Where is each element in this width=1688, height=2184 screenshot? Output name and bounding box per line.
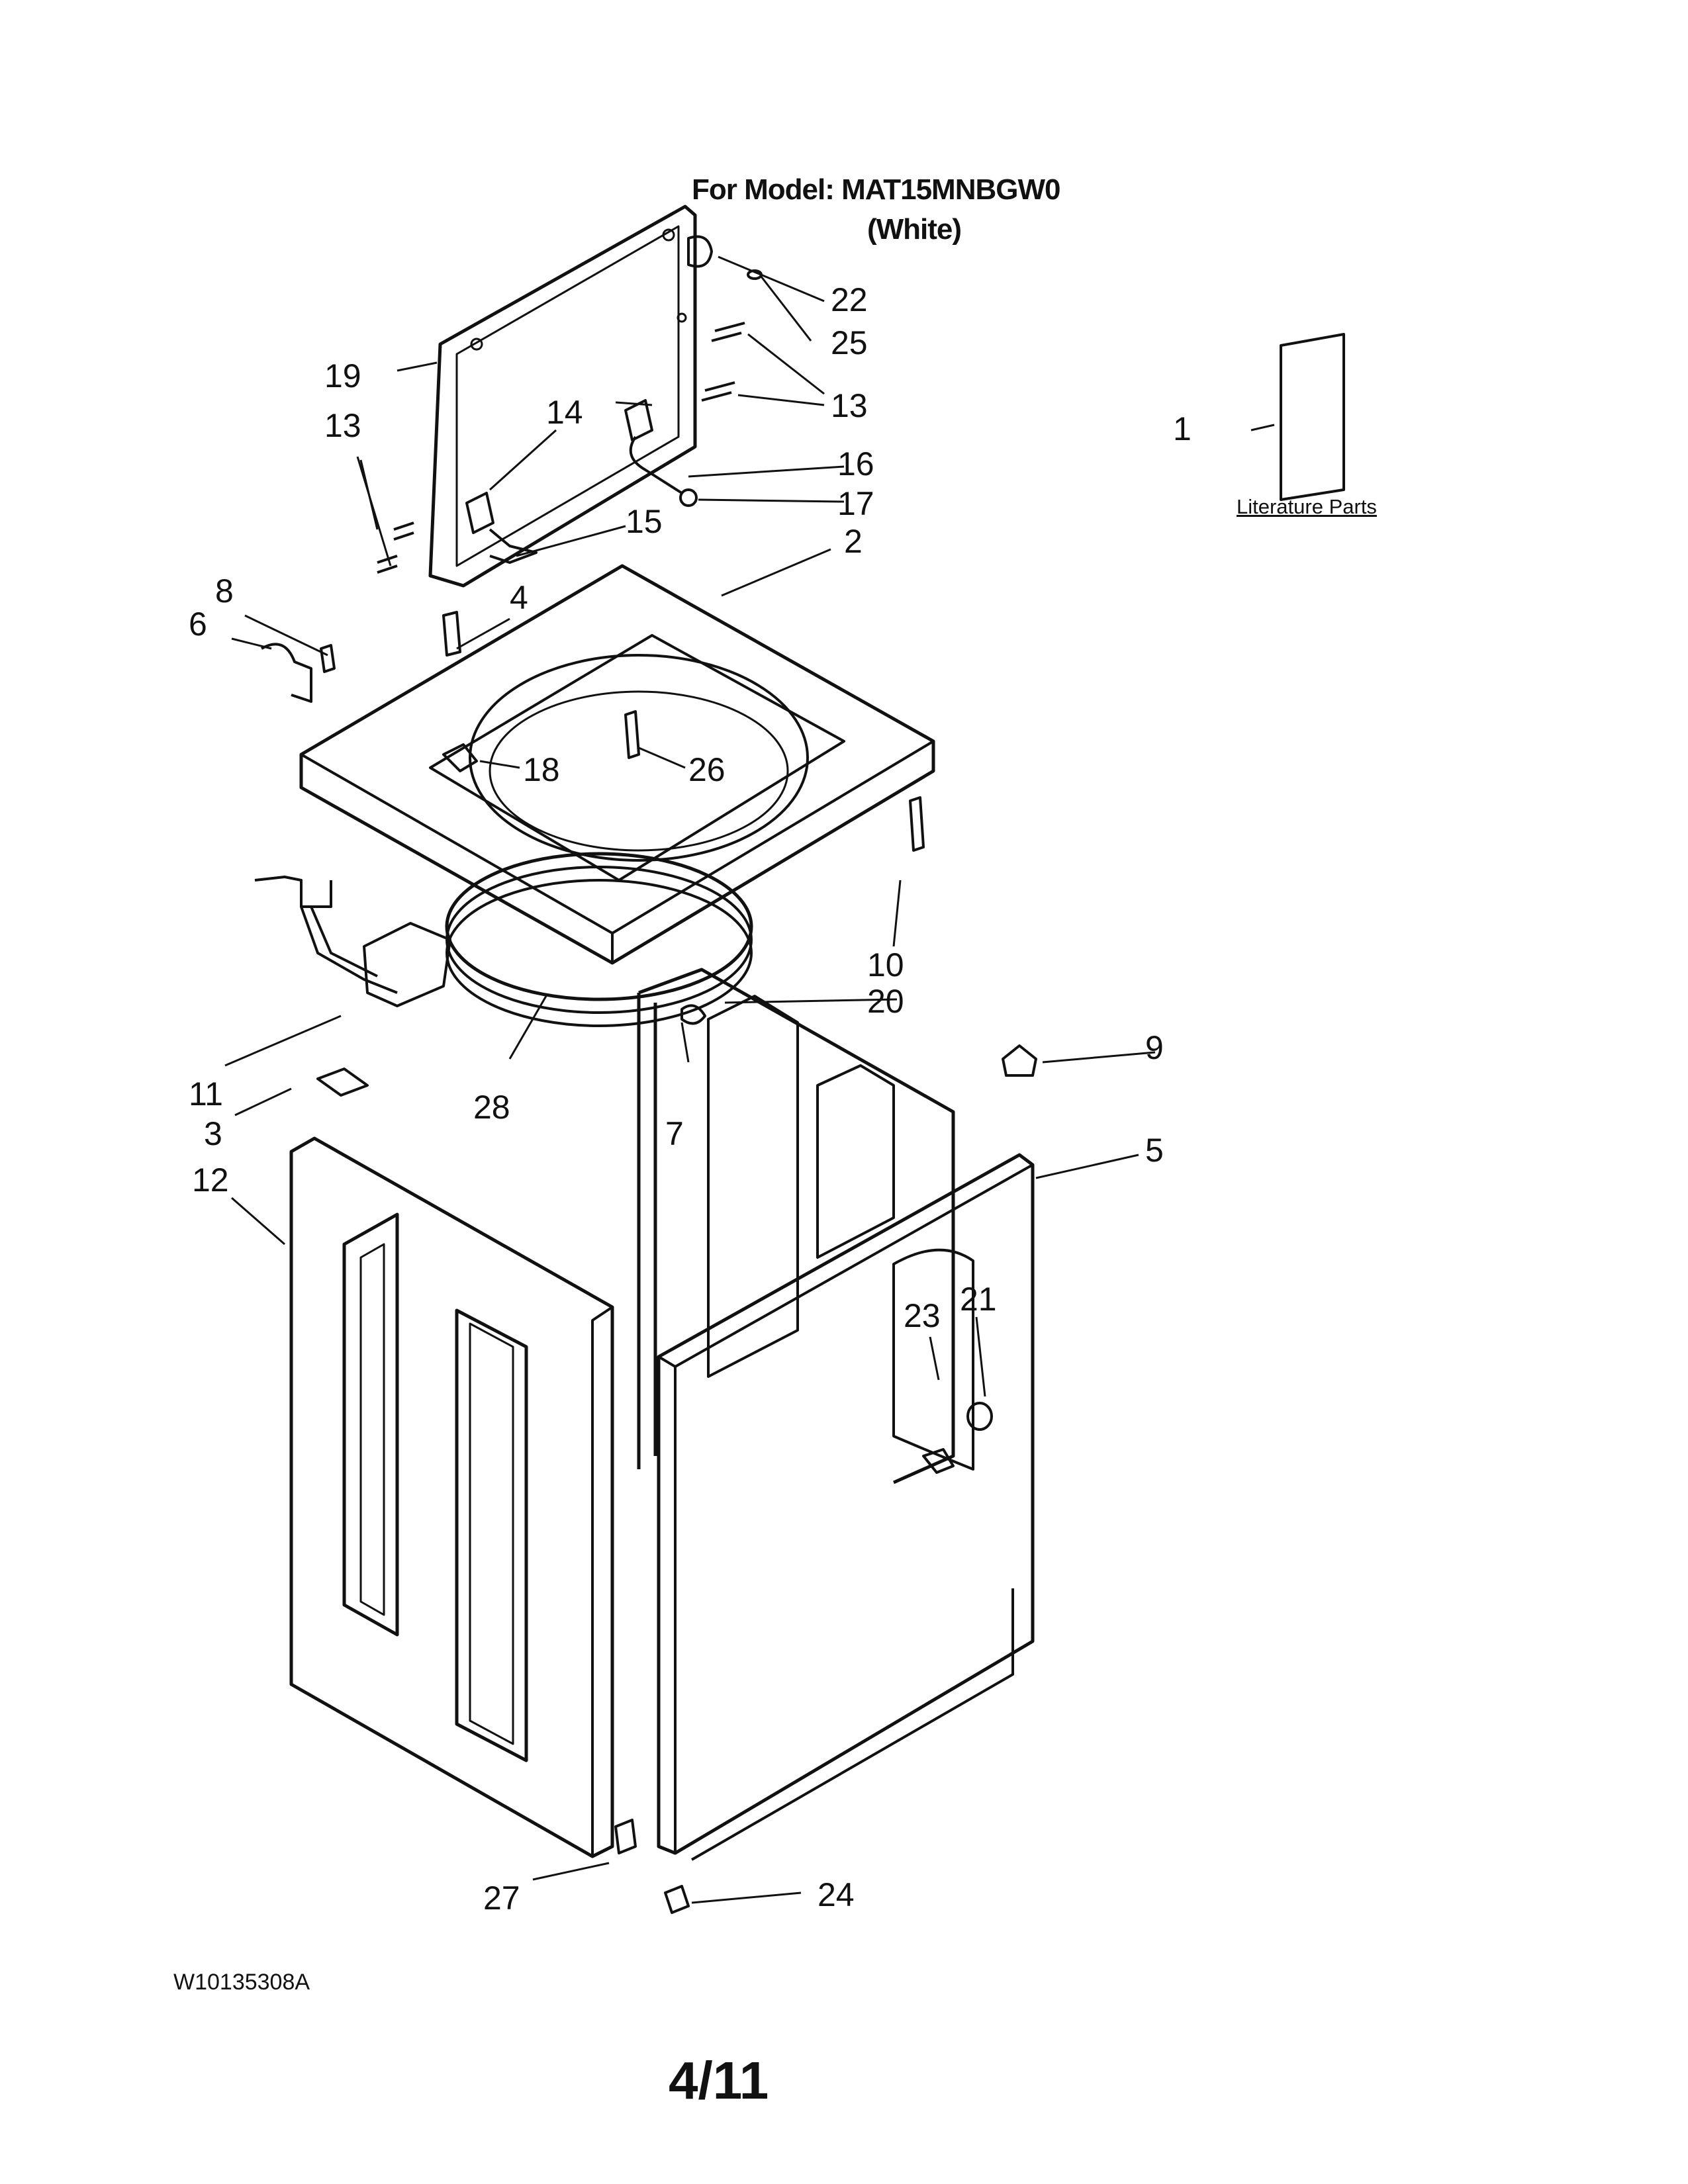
callout-6: 6: [189, 606, 207, 643]
callout-11: 11: [189, 1075, 223, 1113]
callout-24: 24: [818, 1876, 855, 1913]
callout-19: 19: [324, 357, 361, 394]
callout-2: 2: [844, 523, 863, 560]
tub-ring: [445, 852, 753, 1027]
callout-4: 4: [510, 579, 528, 616]
callout-20: 20: [867, 983, 904, 1020]
callout-labels: 1 2 3 4 5 6 7 8 9 10 11 12 13 13 14 15 1…: [189, 281, 1192, 1917]
callout-26: 26: [688, 751, 726, 788]
callout-15: 15: [626, 503, 663, 540]
callout-18: 18: [523, 751, 560, 788]
lid-assembly: [428, 205, 697, 588]
callout-13-right: 13: [831, 387, 868, 424]
callout-14: 14: [546, 394, 583, 431]
top-panel: [299, 564, 935, 965]
callout-23: 23: [904, 1297, 941, 1334]
callout-27: 27: [483, 1880, 520, 1917]
left-side-panel: [289, 1136, 614, 1858]
callout-8: 8: [215, 572, 234, 610]
document-code: W10135308A: [173, 1970, 310, 1995]
callout-22: 22: [831, 281, 868, 318]
callout-7: 7: [665, 1115, 684, 1152]
callout-10: 10: [867, 946, 904, 983]
callout-17: 17: [837, 485, 874, 522]
callout-25: 25: [831, 324, 868, 361]
callout-13-left: 13: [324, 407, 361, 444]
callout-3: 3: [204, 1115, 222, 1152]
callout-16: 16: [837, 445, 874, 482]
model-title: For Model: MAT15MNBGW0: [692, 173, 1060, 206]
lid-switch: [254, 876, 451, 1007]
leader-lines: [224, 255, 1275, 1904]
callout-9: 9: [1145, 1029, 1164, 1066]
cabinet-rear: [637, 968, 955, 1484]
page-number: 4/11: [669, 2051, 769, 2110]
callout-12: 12: [192, 1161, 229, 1199]
small-parts: [261, 235, 1345, 1914]
literature-parts-label: Literature Parts: [1237, 495, 1377, 518]
callout-5: 5: [1145, 1132, 1164, 1169]
callout-21: 21: [960, 1281, 997, 1318]
callout-1: 1: [1173, 410, 1192, 447]
right-front-panel: [657, 1153, 1035, 1861]
model-color: (White): [867, 213, 962, 246]
callout-28: 28: [473, 1089, 510, 1126]
